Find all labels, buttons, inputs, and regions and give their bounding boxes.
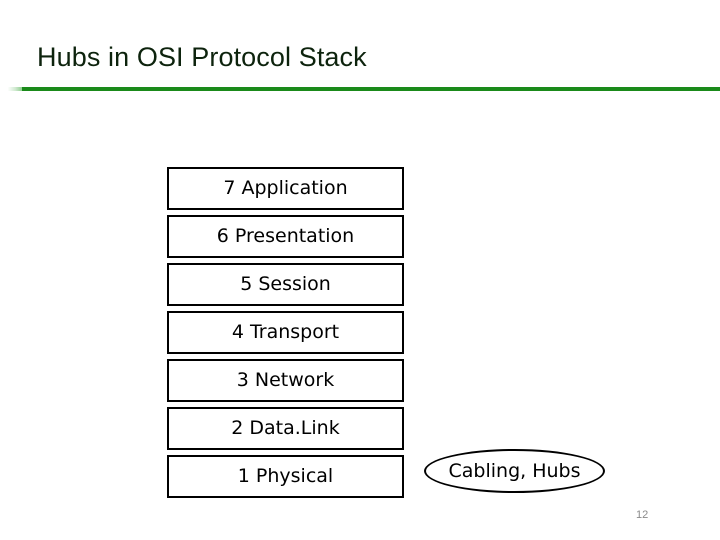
osi-layer-label: 1 Physical	[237, 465, 334, 487]
osi-layer-6-presentation: 6 Presentation	[167, 215, 404, 258]
title-divider-fade	[0, 87, 22, 91]
osi-layer-7-application: 7 Application	[167, 167, 404, 210]
osi-layer-stack: 7 Application 6 Presentation 5 Session 4…	[167, 167, 404, 503]
slide-number: 12	[636, 509, 649, 521]
osi-layer-2-datalink: 2 Data.Link	[167, 407, 404, 450]
osi-layer-3-network: 3 Network	[167, 359, 404, 402]
title-divider-rule	[0, 87, 720, 91]
osi-layer-label: 5 Session	[240, 273, 331, 295]
osi-layer-label: 3 Network	[236, 369, 335, 391]
osi-layer-label: 2 Data.Link	[231, 417, 340, 439]
osi-layer-label: 6 Presentation	[216, 225, 355, 247]
osi-layer-1-physical: 1 Physical	[167, 455, 404, 498]
cabling-hubs-label: Cabling, Hubs	[448, 459, 581, 482]
osi-layer-label: 4 Transport	[231, 321, 340, 343]
osi-layer-5-session: 5 Session	[167, 263, 404, 306]
cabling-hubs-callout: Cabling, Hubs	[424, 449, 605, 493]
osi-layer-label: 7 Application	[223, 177, 348, 199]
page-title: Hubs in OSI Protocol Stack	[37, 42, 367, 72]
osi-layer-4-transport: 4 Transport	[167, 311, 404, 354]
ellipse-shape	[424, 449, 605, 493]
